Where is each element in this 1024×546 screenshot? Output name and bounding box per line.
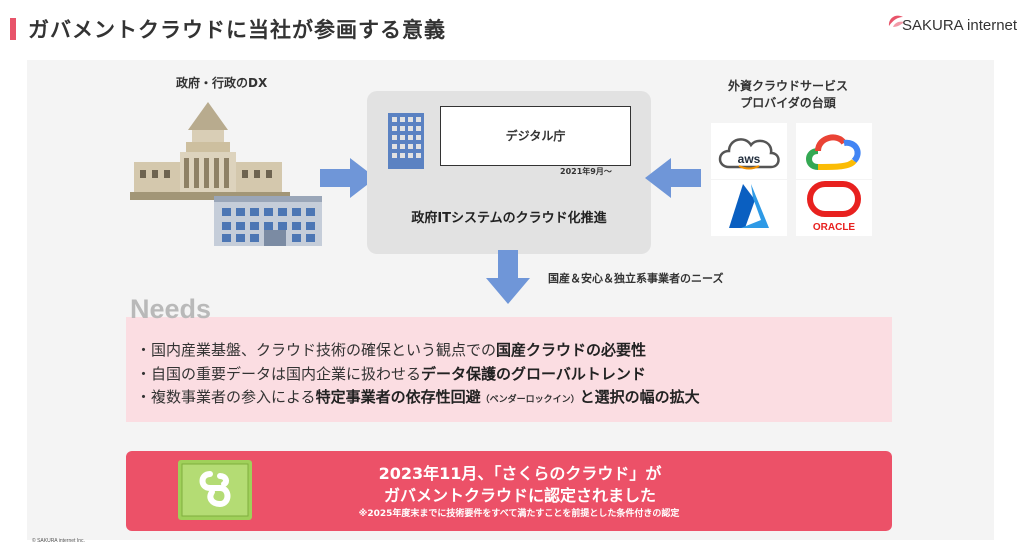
needs-item-1: ・国内産業基盤、クラウド技術の確保という観点での国産クラウドの必要性 [136,339,646,360]
needs-item-3-emphasis-2: と選択の幅の拡大 [579,388,700,406]
cloud-promotion-caption: 政府ITシステムのクラウド化推進 [411,211,607,226]
since-date-label: 2021年9月〜 [560,167,612,176]
foreign-provider-label: 外資クラウドサービス プロバイダの台頭 [706,78,870,112]
needs-item-2: ・自国の重要データは国内企業に扱わせるデータ保護のグローバルトレンド [136,363,646,384]
sakura-blossom-icon [888,15,904,27]
certification-note: ※2025年度末までに技術要件をすべて満たすことを前提とした条件付きの認定 [358,509,680,519]
needs-box [126,317,892,422]
needs-item-1-emphasis: 国産クラウドの必要性 [496,341,647,359]
foreign-provider-label-line2: プロバイダの台頭 [740,96,836,110]
aws-logo: aws [711,123,787,179]
needs-item-3-note: （ベンダーロックイン） [480,395,580,405]
foreign-provider-label-line1: 外資クラウドサービス [727,79,848,93]
needs-item-2-emphasis: データ保護のグローバルトレンド [421,365,646,383]
office-building-icon [388,113,424,169]
aws-logo-text: aws [738,152,761,166]
certification-banner [126,451,892,531]
logo-text: SAKURA internet [902,17,1018,34]
certification-headline-line2: ガバメントクラウドに認定されました [383,486,656,505]
arrow-left-icon [645,158,701,198]
oracle-logo-text: ORACLE [813,222,856,233]
certification-headline-line1: 2023年11月、「さくらのクラウド」が [378,464,662,483]
aws-cloud-icon: aws [718,138,780,170]
azure-icon [729,184,769,228]
arrow-down-icon [486,250,530,304]
copyright-text: © SAKURA internet Inc. [32,538,85,544]
arrow-right-icon [320,158,376,198]
needs-item-2-text: ・自国の重要データは国内企業に扱わせる [136,365,422,383]
digital-agency-label: デジタル庁 [505,129,566,143]
needs-caption: 国産＆安心＆独立系事業者のニーズ [548,272,724,285]
needs-item-1-text: ・国内産業基盤、クラウド技術の確保という観点での [136,341,497,359]
oracle-logo: ORACLE [796,180,872,236]
title-accent-bar [10,18,16,40]
google-cloud-icon [806,134,861,170]
sakura-cloud-badge-icon [178,460,252,520]
needs-item-3-emphasis: 特定事業者の依存性回避 [315,388,481,406]
oracle-icon: ORACLE [807,181,861,233]
needs-title: Needs [130,294,212,324]
needs-item-3-text: ・複数事業者の参入による [136,388,316,406]
slide-title: ガバメントクラウドに当社が参画する意義 [28,18,446,42]
azure-logo [711,180,787,236]
needs-item-3: ・複数事業者の参入による特定事業者の依存性回避（ベンダーロックイン）と選択の幅の… [136,386,700,407]
digital-agency-box: デジタル庁 [440,106,631,166]
government-dx-label: 政府・行政のDX [176,76,268,90]
google-cloud-logo [796,123,872,179]
sakura-logo: SAKURA internet [884,8,1018,38]
parliament-building-icon [130,102,322,246]
